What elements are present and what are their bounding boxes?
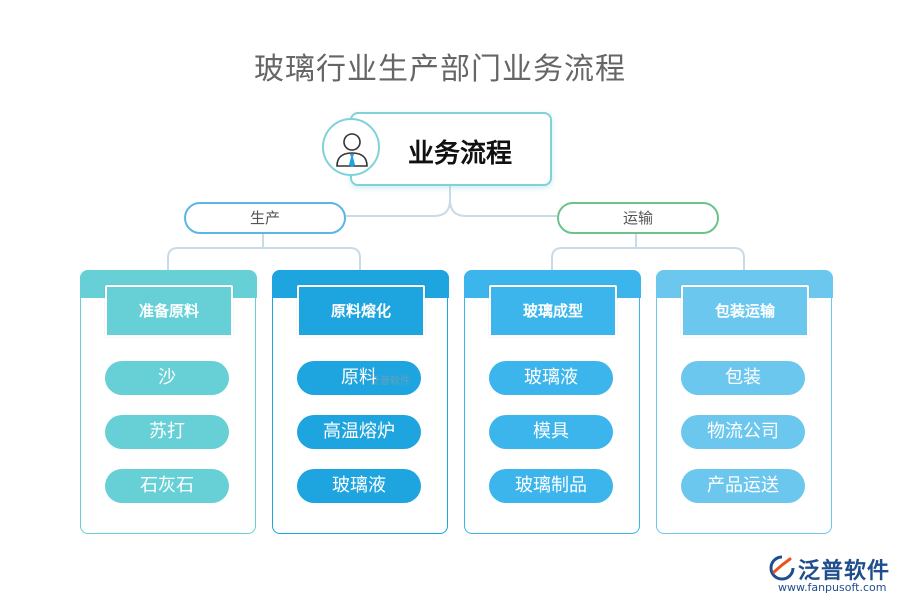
column-item: 包装 bbox=[681, 361, 805, 395]
column-item: 玻璃制品 bbox=[489, 469, 613, 503]
column-header: 准备原料 bbox=[105, 285, 233, 337]
connector-root-down bbox=[449, 182, 557, 217]
column-melting: 原料熔化 原料 高温熔炉 玻璃液 bbox=[271, 269, 449, 534]
column-header: 包装运输 bbox=[681, 285, 809, 337]
column-item: 苏打 bbox=[105, 415, 229, 449]
connector-root-left bbox=[342, 199, 451, 217]
column-forming: 玻璃成型 玻璃液 模具 玻璃制品 bbox=[463, 269, 641, 534]
root-node: 业务流程 bbox=[350, 112, 552, 186]
column-item: 物流公司 bbox=[681, 415, 805, 449]
branch-transport: 运输 bbox=[557, 202, 719, 234]
connector-prod-bar bbox=[167, 247, 361, 270]
column-header: 原料熔化 bbox=[297, 285, 425, 337]
logo-name: 泛普软件 bbox=[798, 559, 891, 584]
root-label: 业务流程 bbox=[407, 139, 512, 169]
column-packaging: 包装运输 包装 物流公司 产品运送 bbox=[655, 269, 833, 534]
column-prepare-materials: 准备原料 沙 苏打 石灰石 bbox=[79, 269, 257, 534]
column-item: 高温熔炉 bbox=[297, 415, 421, 449]
user-icon bbox=[322, 118, 380, 176]
connector-trans-bar bbox=[551, 247, 745, 270]
column-item: 沙 bbox=[105, 361, 229, 395]
column-item: 产品运送 bbox=[681, 469, 805, 503]
column-item: 模具 bbox=[489, 415, 613, 449]
column-header: 玻璃成型 bbox=[489, 285, 617, 337]
logo-mark-icon bbox=[769, 555, 795, 581]
column-item: 玻璃液 bbox=[297, 469, 421, 503]
column-item: 石灰石 bbox=[105, 469, 229, 503]
page-title: 玻璃行业生产部门业务流程 bbox=[254, 52, 626, 87]
column-item: 玻璃液 bbox=[489, 361, 613, 395]
logo-url: www.fanpusoft.com bbox=[778, 581, 887, 594]
branch-production: 生产 bbox=[184, 202, 346, 234]
column-item: 原料 bbox=[297, 361, 421, 395]
watermark: 泛普软件 bbox=[370, 376, 410, 387]
